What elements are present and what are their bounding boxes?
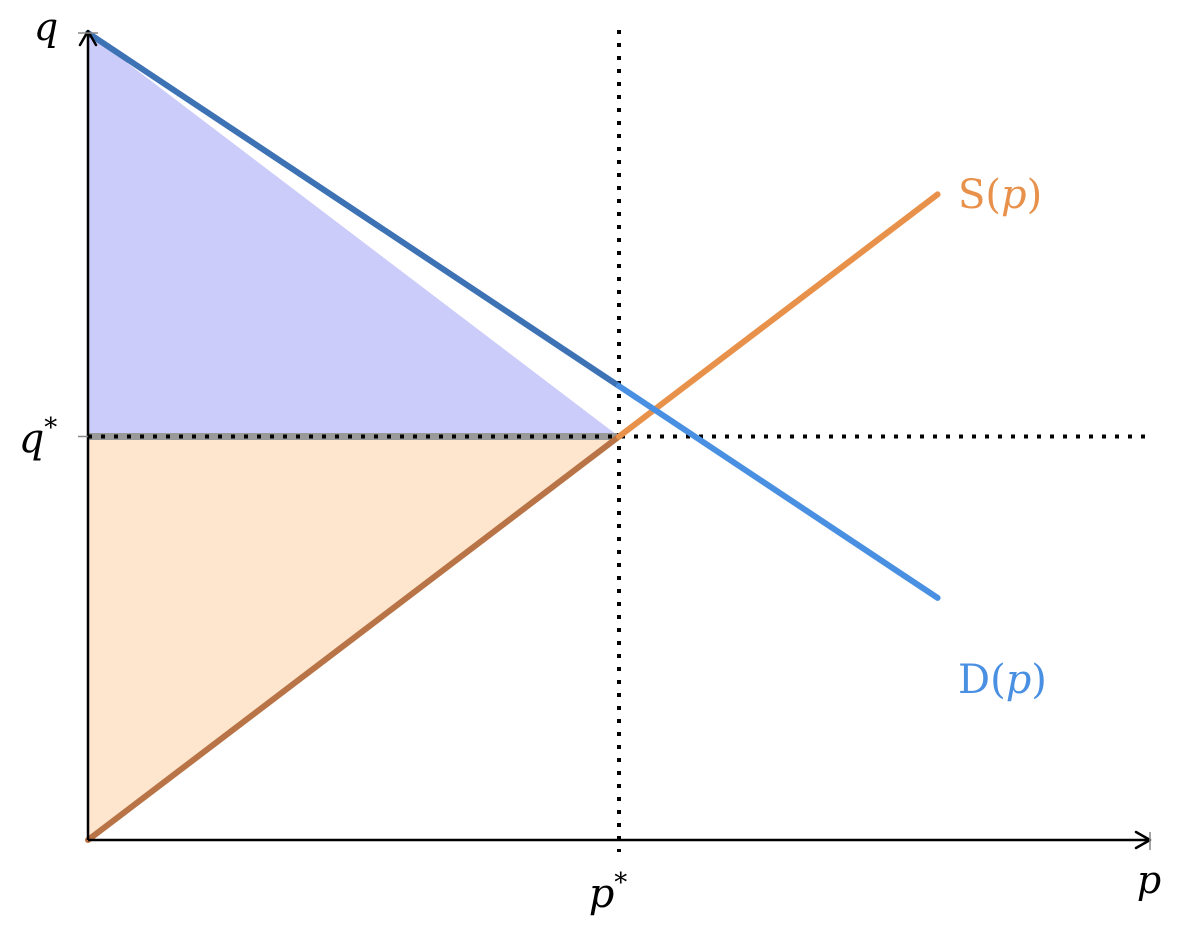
axes	[78, 29, 1152, 850]
demand-curve	[616, 383, 941, 601]
consumer-surplus-region	[88, 33, 619, 437]
demand-curve-label: D(p)	[958, 657, 1047, 703]
supply-curve-label: S(p)	[958, 172, 1042, 218]
y-axis-arrowhead	[78, 29, 98, 47]
y-axis-label: q	[34, 5, 58, 49]
supply-label-prefix: S(	[958, 172, 1001, 218]
supply-label-suffix: )	[1027, 172, 1043, 218]
supply-curve	[616, 191, 941, 440]
demand-curve-inner	[85, 30, 622, 390]
x-axis-label: p	[1137, 858, 1161, 902]
q-star-var: q	[19, 416, 45, 462]
p-star-label: p*	[589, 868, 628, 917]
demand-label-prefix: D(	[958, 657, 1006, 703]
curves	[85, 30, 941, 843]
p-star-var: p	[589, 871, 615, 917]
supply-curve-inner	[85, 433, 622, 843]
p-star-mark: *	[614, 868, 627, 898]
demand-label-suffix: )	[1031, 657, 1047, 703]
equilibrium-guides	[88, 30, 1152, 852]
supply-label-var: p	[1001, 172, 1027, 218]
demand-label-var: p	[1006, 657, 1032, 703]
q-star-label: q*	[19, 413, 58, 462]
q-star-mark: *	[44, 413, 57, 443]
